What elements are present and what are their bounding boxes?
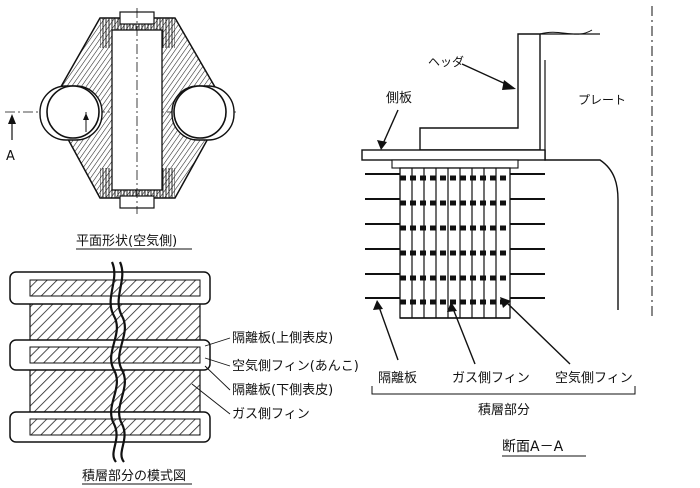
header-body <box>419 33 541 151</box>
leader-lower-skin <box>204 365 231 391</box>
side-plate-lower-lip <box>391 159 519 169</box>
label-upper-skin: 隔離板(上側表皮) <box>232 331 333 346</box>
side-plate-arrow-head <box>377 140 387 150</box>
plan-center-channel <box>111 29 163 191</box>
gas-fin-arrow-head <box>447 302 457 312</box>
air-fin-arrow <box>503 299 571 365</box>
header-arrow <box>461 63 511 87</box>
schematic-plate-1 <box>9 271 211 305</box>
label-lower-skin: 隔離板(下側表皮) <box>232 383 333 398</box>
leader-gas-fin <box>191 383 231 415</box>
schematic-break-line-a <box>109 261 118 463</box>
section-arrow-head <box>8 114 16 124</box>
section-view: ヘッダ 側板 プレート 隔離板 ガス側フィン 空気側フィン 積層部分 断面A－A <box>361 6 653 457</box>
bottom-label-air-fin: 空気側フィン <box>555 370 633 386</box>
label-gas-fin: ガス側フィン <box>232 407 310 422</box>
plan-view-caption: 平面形状(空気側) <box>76 233 177 249</box>
plate-label: プレート <box>578 93 626 107</box>
schematic-caption: 積層部分の模式図 <box>82 469 186 484</box>
stack-label: 積層部分 <box>478 403 530 418</box>
schematic-view: 隔離板(上側表皮) 空気側フィン(あんこ) 隔離板(下側表皮) ガス側フィン 積… <box>9 261 359 485</box>
section-marker-label: A <box>6 149 15 164</box>
section-caption: 断面A－A <box>502 439 564 455</box>
fin-stack <box>399 167 511 319</box>
header-arrow-head <box>502 80 516 90</box>
side-plate-arrow <box>381 109 399 147</box>
separator-arrow-head <box>373 300 383 310</box>
schematic-break-line-b <box>117 261 126 463</box>
plan-view: A 平面形状(空気側) <box>5 8 238 250</box>
leader-air-fin <box>204 357 231 367</box>
plan-left-arrow-head <box>83 113 89 120</box>
schematic-plate-2 <box>9 339 211 371</box>
plan-left-port <box>46 85 100 139</box>
label-air-fin: 空気側フィン(あんこ) <box>232 358 359 374</box>
separator-arrow <box>377 303 399 361</box>
gas-fin-arrow <box>451 305 476 365</box>
schematic-plate-3 <box>9 411 211 443</box>
leader-upper-skin <box>204 337 231 347</box>
bottom-label-separator: 隔離板 <box>378 371 417 386</box>
side-plate <box>361 149 546 161</box>
air-fin-arrow-head <box>500 297 511 308</box>
header-break-curve <box>539 29 593 35</box>
header-label: ヘッダ <box>428 54 464 69</box>
plate-outline <box>544 150 619 310</box>
plan-right-port <box>173 85 227 139</box>
stack-bracket <box>371 386 636 395</box>
bottom-label-gas-fin: ガス側フィン <box>452 371 530 386</box>
side-plate-label: 側板 <box>386 91 412 106</box>
